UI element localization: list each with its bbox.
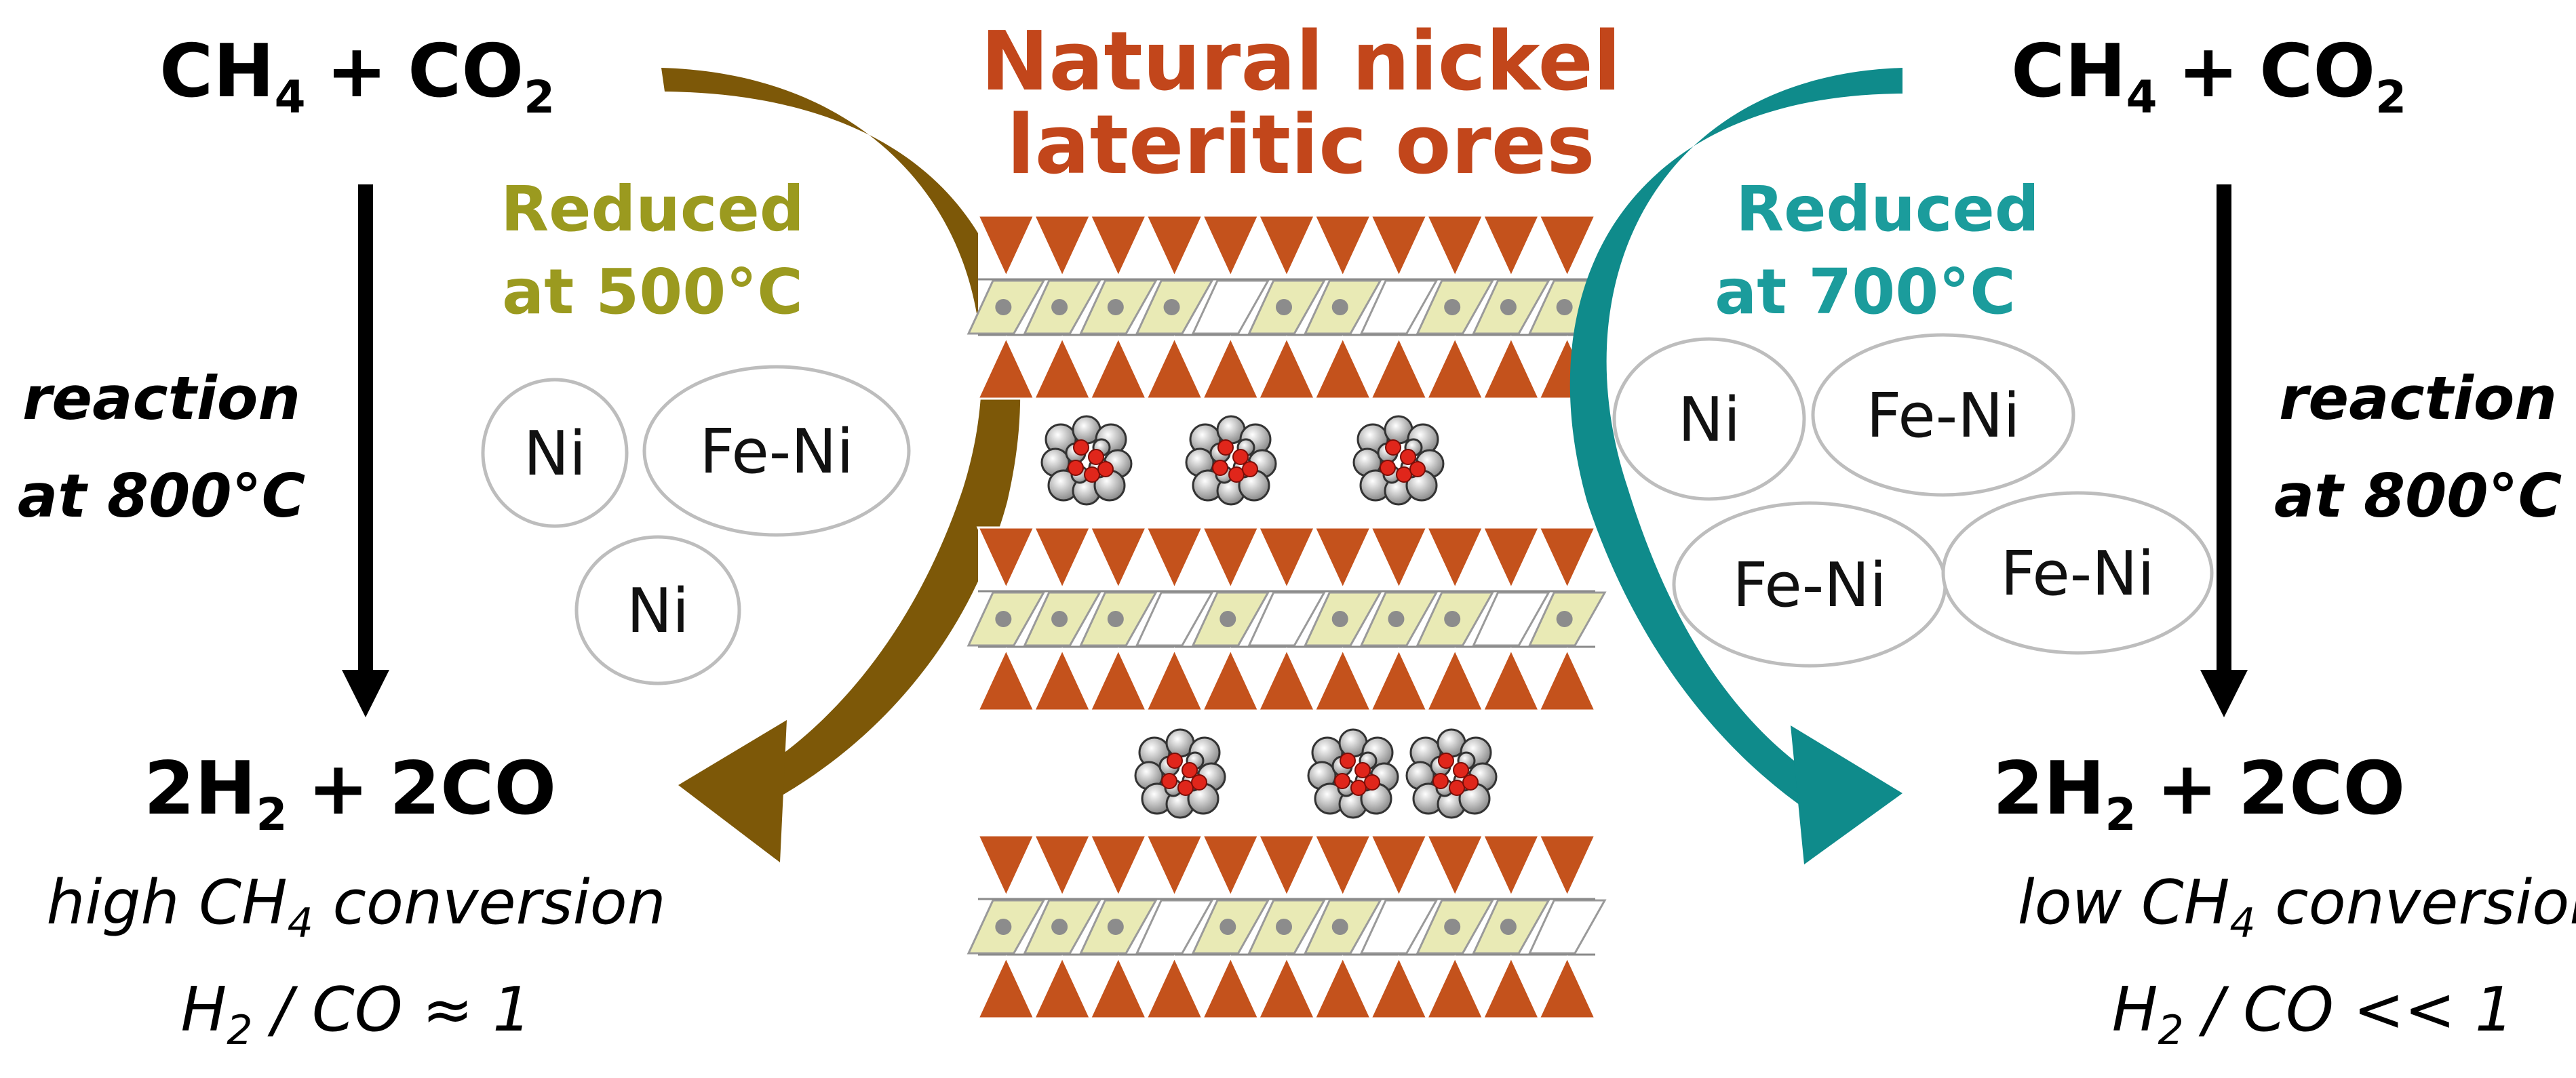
svg-text:Ni: Ni bbox=[1678, 384, 1740, 456]
right-result-conversion: low CH4 conversion bbox=[2018, 867, 2576, 947]
interlayer-cluster-icon bbox=[1185, 415, 1277, 506]
interlayer-clusters bbox=[1040, 415, 1498, 819]
svg-text:Ni: Ni bbox=[627, 576, 689, 647]
right-particle-feni-2: Fe-Ni bbox=[1672, 501, 1947, 668]
left-particle-feni: Fe-Ni bbox=[642, 365, 911, 537]
right-product-equation: 2H2+2CO bbox=[1993, 746, 2405, 841]
left-product-equation: 2H2+2CO bbox=[144, 746, 556, 841]
left-down-arrow-icon bbox=[342, 184, 389, 717]
svg-text:Fe-Ni: Fe-Ni bbox=[2000, 538, 2154, 610]
center-mineral: Natural nickel lateritic ores bbox=[967, 15, 1621, 1020]
right-reduction-line2: at 700°C bbox=[1715, 256, 2016, 328]
lateritic-ore-structure-icon bbox=[967, 214, 1607, 1020]
right-reduction-line1: Reduced bbox=[1736, 173, 2039, 245]
interlayer-cluster-icon bbox=[1040, 415, 1133, 506]
left-particle-ni-2: Ni bbox=[574, 535, 741, 685]
left-reduction-line2: at 500°C bbox=[502, 256, 803, 328]
mineral-layer-1 bbox=[967, 214, 1607, 400]
right-reactant-equation: CH4+CO2 bbox=[2011, 29, 2406, 123]
right-particle-feni-1: Fe-Ni bbox=[1811, 333, 2075, 497]
interlayer-cluster-icon bbox=[1134, 728, 1226, 819]
right-pathway: CH4+CO2 reaction at 800°C 2H2+2CO low CH… bbox=[1569, 29, 2576, 1054]
right-particle-ni: Ni bbox=[1612, 337, 1806, 501]
left-condition-line1: reaction bbox=[22, 363, 300, 433]
interlayer-cluster-icon bbox=[1405, 728, 1498, 819]
left-pathway: CH4+CO2 reaction at 800°C 2H2+2CO high C… bbox=[18, 29, 1021, 1054]
mineral-layer-2 bbox=[967, 526, 1607, 712]
interlayer-cluster-icon bbox=[1352, 415, 1445, 506]
mineral-layer-3 bbox=[967, 834, 1607, 1020]
right-condition-line1: reaction bbox=[2279, 363, 2557, 433]
left-reactant-equation: CH4+CO2 bbox=[159, 29, 555, 123]
svg-text:Fe-Ni: Fe-Ni bbox=[699, 416, 853, 487]
title-line2: lateritic ores bbox=[1007, 98, 1595, 193]
right-condition-line2: at 800°C bbox=[2274, 461, 2562, 531]
title-line1: Natural nickel bbox=[981, 15, 1621, 109]
left-curved-arrow-icon bbox=[661, 68, 1021, 862]
interlayer-cluster-icon bbox=[1307, 728, 1399, 819]
right-curved-arrow-icon bbox=[1569, 68, 1902, 864]
svg-text:Fe-Ni: Fe-Ni bbox=[1866, 380, 2020, 452]
left-particle-ni-1: Ni bbox=[481, 378, 629, 528]
left-result-conversion: high CH4 conversion bbox=[46, 867, 665, 947]
svg-text:Ni: Ni bbox=[524, 418, 586, 490]
left-result-ratio: H2 / CO ≈ 1 bbox=[181, 974, 532, 1054]
right-particle-feni-3: Fe-Ni bbox=[1941, 491, 2214, 655]
right-down-arrow-icon bbox=[2200, 184, 2248, 717]
right-result-ratio: H2 / CO << 1 bbox=[2112, 974, 2514, 1054]
svg-text:Fe-Ni: Fe-Ni bbox=[1732, 550, 1886, 621]
left-reduction-line1: Reduced bbox=[501, 173, 804, 245]
left-condition-line2: at 800°C bbox=[18, 461, 305, 531]
